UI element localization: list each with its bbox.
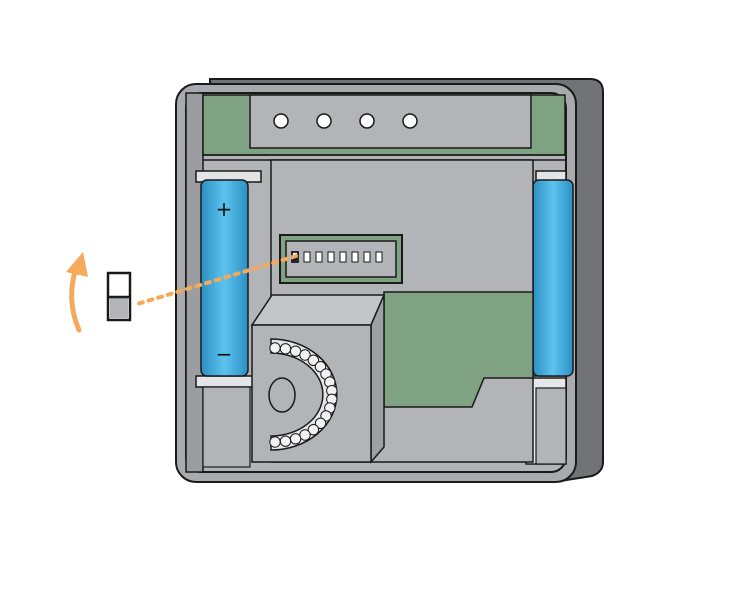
dip-switch[interactable]	[363, 251, 371, 263]
left-battery-negative-label: −	[216, 342, 233, 366]
dial-bead	[314, 417, 327, 429]
dip-switch[interactable]	[375, 251, 383, 263]
dip-switch-magnified-icon	[106, 271, 132, 322]
rotary-box-top	[250, 294, 386, 326]
dial-bead	[299, 429, 311, 441]
dial-bead	[269, 436, 281, 448]
flip-arrow-icon	[66, 252, 88, 333]
dip-switch[interactable]	[327, 251, 335, 263]
left-battery-positive-label: +	[216, 197, 233, 221]
indicator-dots	[273, 113, 418, 129]
dial-bead	[289, 345, 302, 357]
dip-switch[interactable]	[351, 251, 359, 263]
dial-bead	[307, 424, 320, 436]
indicator-dot	[402, 113, 418, 129]
dial-bead	[299, 349, 311, 361]
dial-bead	[307, 354, 320, 366]
rotary-box-side	[370, 294, 385, 465]
dip-switch[interactable]	[315, 251, 323, 263]
dial-bead	[289, 433, 302, 445]
dip-switch-knob	[293, 257, 297, 261]
rotary-dial-hole	[268, 377, 296, 413]
dip-switch[interactable]	[303, 251, 311, 263]
indicator-dot	[316, 113, 332, 129]
left-battery-shelf	[202, 386, 251, 468]
dip-switches	[291, 251, 383, 263]
dial-bead	[279, 343, 292, 355]
indicator-dot	[273, 113, 289, 129]
dial-bead	[269, 342, 281, 354]
indicator-dot	[359, 113, 375, 129]
callout-leader	[132, 254, 298, 307]
dip-switch[interactable]	[339, 251, 347, 263]
rotary-dial-beads	[269, 342, 338, 448]
indicator-panel	[249, 94, 532, 149]
dial-bead	[279, 435, 292, 447]
right-battery	[532, 179, 574, 377]
